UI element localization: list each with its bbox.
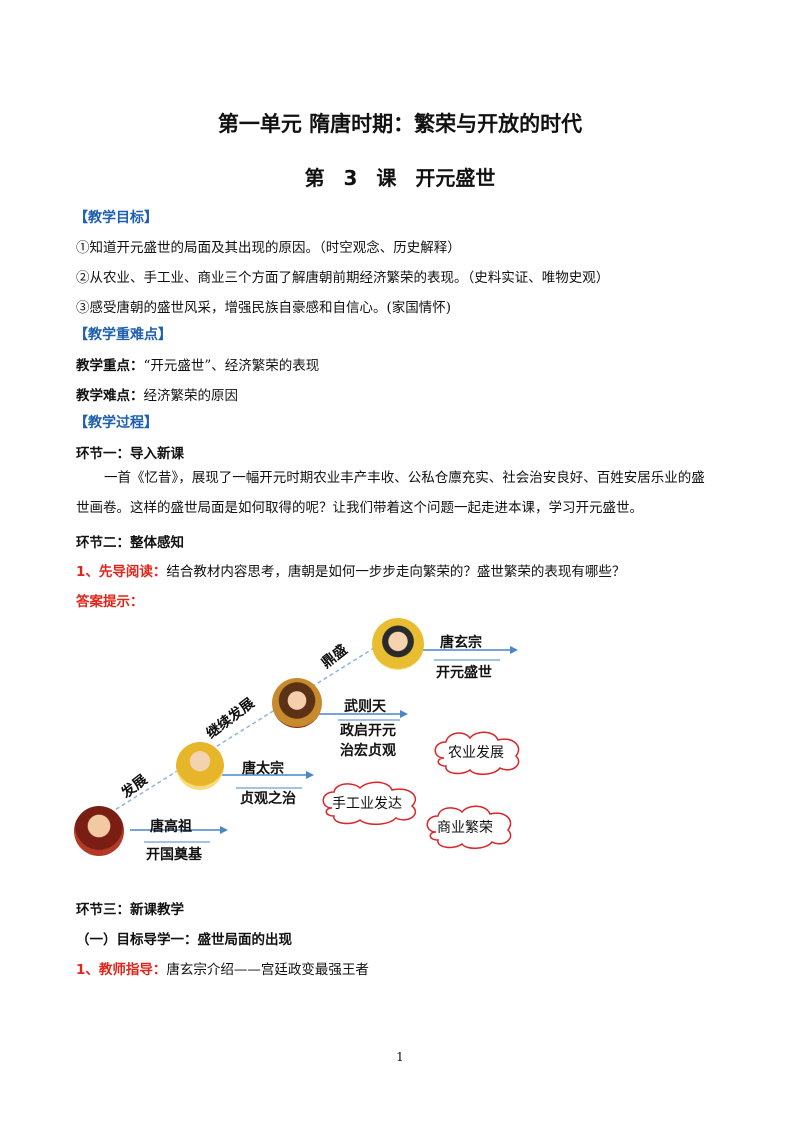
taizong-desc: 贞观之治 (240, 791, 296, 807)
wuzetian-desc1: 政启开元 (340, 723, 396, 739)
focus-line: 教学重点：“开元盛世”、经济繁荣的表现 (76, 354, 319, 374)
unit-title: 第一单元 隋唐时期：繁荣与开放的时代 (217, 112, 583, 136)
xuanzong-name: 唐玄宗 (440, 635, 482, 651)
xuanzong-portrait (372, 618, 424, 670)
rising-line (109, 637, 391, 814)
lesson-title: 第 3 课 开元盛世 (304, 166, 496, 190)
difficulty-text: 经济繁荣的原因 (143, 388, 239, 404)
preread-label: 1、先导阅读： (76, 564, 167, 580)
cloud-shape-handicraft (322, 781, 417, 825)
wuzetian-portrait (272, 678, 322, 728)
subsection-title: （一）目标导学一：盛世局面的出现 (76, 932, 292, 948)
page-number: 1 (396, 1050, 404, 1064)
gaozu-portrait (74, 806, 124, 856)
cloud-commerce: 商业繁荣 (437, 820, 493, 836)
tang-development-diagram: 发展 继续发展 鼎盛 唐高祖 开国奠基 唐太宗 贞观之治 武则天 政启开元 治宏… (70, 608, 530, 868)
teacher-label: 1、教师指导： (76, 962, 167, 978)
goals-header: 【教学目标】 (74, 210, 158, 226)
taizong-portrait (176, 742, 224, 790)
process-header: 【教学过程】 (74, 415, 158, 431)
gaozu-name: 唐高祖 (150, 819, 192, 835)
cloud-handicraft: 手工业发达 (332, 796, 402, 812)
cloud-shape-commerce (426, 805, 512, 849)
taizong-name: 唐太宗 (242, 761, 284, 777)
preread-line: 1、先导阅读：结合教材内容思考，唐朝是如何一步步走向繁荣的？盛世繁荣的表现有哪些… (76, 560, 625, 580)
keypoints-header: 【教学重难点】 (74, 327, 172, 343)
difficulty-line: 教学难点：经济繁荣的原因 (76, 384, 238, 404)
step2-title: 环节二：整体感知 (76, 535, 184, 551)
cloud-agriculture: 农业发展 (448, 745, 504, 761)
difficulty-label: 教学难点： (76, 388, 144, 404)
goal-item: ③感受唐朝的盛世风采，增强民族自豪感和自信心。(家国情怀) (76, 300, 452, 316)
goal-item: ①知道开元盛世的局面及其出现的原因。（时空观念、历史解释） (76, 240, 461, 256)
focus-label: 教学重点： (76, 358, 144, 374)
step1-title: 环节一：导入新课 (76, 446, 184, 462)
answer-label: 答案提示： (76, 594, 144, 610)
wuzetian-name: 武则天 (344, 699, 386, 715)
preread-text: 结合教材内容思考，唐朝是如何一步步走向繁荣的？盛世繁荣的表现有哪些？ (166, 564, 626, 580)
wuzetian-desc2: 治宏贞观 (340, 743, 396, 759)
step1-paragraph: 一首《忆昔》，展现了一幅开元时期农业丰产丰收、公私仓廪充实、社会治安良好、百姓安… (76, 470, 705, 516)
goal-item: ②从农业、手工业、商业三个方面了解唐朝前期经济繁荣的表现。（史料实证、唯物史观） (76, 270, 610, 286)
gaozu-desc: 开国奠基 (146, 847, 202, 863)
focus-text: “开元盛世”、经济繁荣的表现 (143, 358, 320, 374)
teacher-text: 唐玄宗介绍——宫廷政变最强王者 (166, 962, 369, 978)
step3-title: 环节三：新课教学 (76, 902, 184, 918)
teacher-line: 1、教师指导：唐玄宗介绍——宫廷政变最强王者 (76, 958, 369, 978)
cloud-shape-agriculture (434, 731, 520, 775)
xuanzong-desc: 开元盛世 (436, 665, 492, 681)
